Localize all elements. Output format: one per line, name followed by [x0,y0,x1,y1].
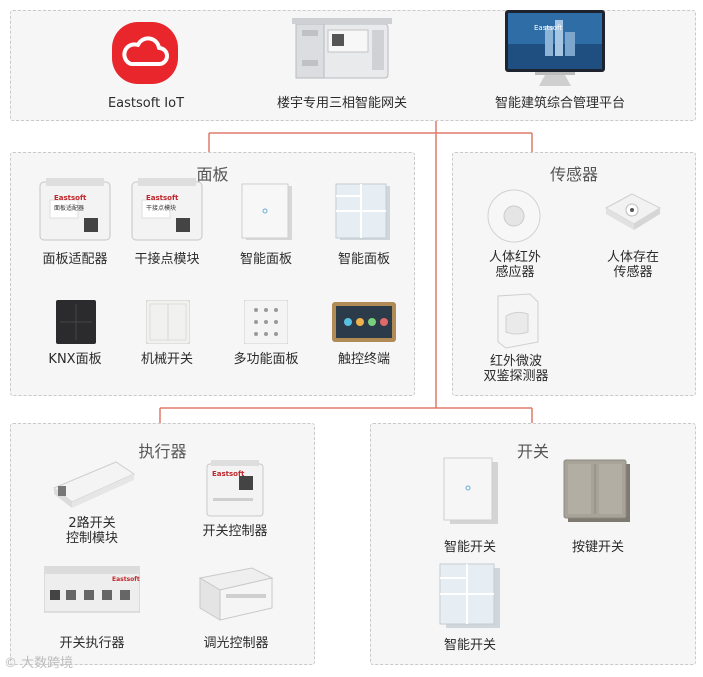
platform-item: Eastsoft 智能建筑综合管理平台 [480,8,640,114]
cloud-icon [112,22,178,84]
key-switch-item: 按键开关 [548,456,648,558]
switch-actuator-item: Eastsoft 开关执行器 [40,562,144,656]
multifunction-panel-item: 多功能面板 [222,298,310,372]
switch-group: 开关 [370,423,696,665]
dry-contact-label: 干接点模块 [134,252,200,267]
two-way-module-label-2: 控制模块 [65,531,118,546]
smart-panel-2-label: 智能面板 [337,252,390,267]
gateway-device [292,18,392,79]
switch-controller-brand: Eastsoft [212,470,245,478]
mechanical-switch-item: 机械开关 [122,298,212,372]
switch-group-title: 开关 [516,442,549,461]
smart-switch-2-device [439,563,500,628]
switch-actuator-label: 开关执行器 [59,636,125,651]
multifunction-panel-device [244,300,288,344]
presence-sensor-item: 人体存在 传感器 [586,188,680,280]
platform-label: 智能建筑综合管理平台 [494,96,625,111]
presence-sensor-label-2: 传感器 [613,265,653,280]
pir-sensor-device [487,189,541,243]
pir-sensor-label-1: 人体红外 [488,250,541,265]
monitor-device [505,10,605,86]
dimmer-controller-item: 调光控制器 [186,562,286,656]
dual-tech-sensor-label-1: 红外微波 [489,354,542,369]
actuator-group: 执行器 [10,423,315,665]
smart-switch-1-device [443,457,498,524]
gateway-label: 楼宇专用三相智能网关 [276,96,407,111]
key-switch-label: 按键开关 [571,540,624,555]
dry-contact-item: Eastsoft 干接点模块 干接点模块 [122,178,212,270]
iot-label: Eastsoft IoT [107,96,185,111]
smart-panel-2-item: 智能面板 [320,182,408,270]
pir-sensor-item: 人体红外 感应器 [470,188,560,280]
panel-adapter-device [39,178,111,241]
smart-panel-1-device [241,183,292,240]
watermark-logo-icon: © [4,656,17,671]
smart-switch-1-item: 智能开关 [420,456,520,558]
dimmer-controller-label: 调光控制器 [203,636,269,651]
two-way-module-label-1: 2路开关 [68,516,116,531]
dual-tech-sensor-item: 红外微波 双鉴探测器 [468,292,564,386]
knx-panel-device [56,300,96,344]
touch-terminal-item: 触控终端 [320,298,408,372]
smart-switch-1-label: 智能开关 [443,540,496,555]
smart-panel-1-label: 智能面板 [239,252,292,267]
switch-actuator-brand: Eastsoft [112,576,140,583]
smart-switch-2-item: 智能开关 [420,562,520,658]
sensor-group: 传感器 [452,152,696,396]
presence-sensor-label-1: 人体存在 [606,250,659,265]
actuator-group-title: 执行器 [138,442,187,461]
switch-controller-device [206,460,264,517]
panel-adapter-brand: Eastsoft [54,194,87,202]
dual-tech-sensor-label-2: 双鉴探测器 [483,369,549,384]
gateway-item: 楼宇专用三相智能网关 [262,14,422,114]
watermark-text: 大数跨境 [21,656,74,671]
switch-controller-item: Eastsoft 开关控制器 [190,460,280,540]
dual-tech-sensor-device [497,293,539,349]
smart-panel-2-device [335,183,390,240]
panel-group-title: 面板 [196,165,229,184]
presence-sensor-device [604,193,662,230]
dry-contact-brand: Eastsoft [146,194,179,202]
dry-contact-device [131,178,203,241]
knx-panel-item: KNX面板 [30,298,120,372]
touch-terminal-label: 触控终端 [337,352,390,367]
smart-switch-2-label: 智能开关 [443,638,496,653]
key-switch-device [563,459,630,522]
knx-panel-label: KNX面板 [48,352,102,367]
two-way-module-item: 2路开关 控制模块 [40,458,144,548]
two-way-module-device [53,461,136,508]
sensor-group-title: 传感器 [549,165,598,184]
multifunction-panel-label: 多功能面板 [233,352,299,367]
touch-terminal-device [332,302,396,342]
panel-adapter-label: 面板适配器 [42,252,108,267]
pir-sensor-label-2: 感应器 [495,265,535,280]
watermark: © 大数跨境 [4,652,73,671]
panel-adapter-model: 面板适配器 [54,205,85,212]
mechanical-switch-label: 机械开关 [140,352,193,367]
iot-item: Eastsoft IoT [90,18,202,114]
dry-contact-model: 干接点模块 [146,205,177,212]
mechanical-switch-device [146,300,190,344]
panel-adapter-item: Eastsoft 面板适配器 面板适配器 [30,178,120,270]
dimmer-controller-device [198,567,274,621]
platform-screen-brand: Eastsoft [534,24,563,32]
smart-panel-1-item: 智能面板 [222,182,310,270]
switch-controller-label: 开关控制器 [202,524,268,539]
switch-actuator-device [44,566,140,613]
